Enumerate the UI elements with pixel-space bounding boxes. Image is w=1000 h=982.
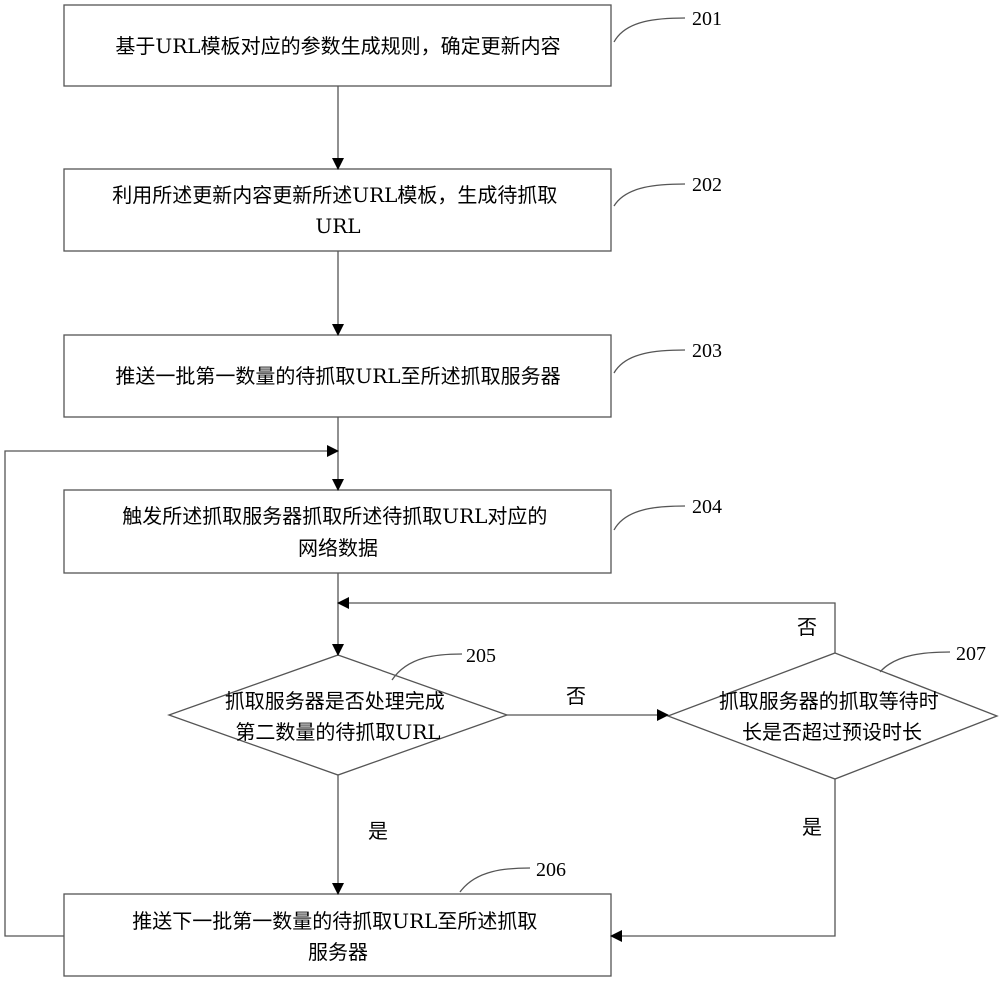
decision-207-diamond xyxy=(666,652,999,780)
step-204-line-2: 网络数据 xyxy=(298,536,378,560)
arrow-207-to-206 xyxy=(610,779,836,942)
leader-206 xyxy=(459,867,531,893)
step-206-line-2: 服务器 xyxy=(308,940,368,964)
decision-207-line-2: 长是否超过预设时长 xyxy=(742,720,922,744)
ref-204: 204 xyxy=(692,496,722,518)
step-201-box xyxy=(63,4,612,87)
step-203-line-1: 推送一批第一数量的待抓取URL至所述抓取服务器 xyxy=(115,364,560,388)
decision-205-line-2: 第二数量的待抓取URL xyxy=(235,720,440,744)
decision-205-line-1: 抓取服务器是否处理完成 xyxy=(225,689,445,713)
leader-205 xyxy=(391,653,463,681)
label-yes-207-to-206: 是 xyxy=(802,815,822,839)
leader-204 xyxy=(613,505,686,531)
leader-207 xyxy=(879,651,951,673)
step-201-line-1: 基于URL模板对应的参数生成规则，确定更新内容 xyxy=(115,34,560,58)
decision-207-text: 抓取服务器的抓取等待时 长是否超过预设时长 xyxy=(719,689,945,744)
leader-202 xyxy=(613,183,686,207)
ref-202: 202 xyxy=(692,174,722,196)
step-206-text: 推送下一批第一数量的待抓取URL至所述抓取 服务器 xyxy=(132,909,544,964)
step-206-line-1: 推送下一批第一数量的待抓取URL至所述抓取 xyxy=(132,909,537,933)
decision-205-diamond xyxy=(167,654,509,776)
label-no-207-loop: 否 xyxy=(797,615,817,639)
step-204-line-1: 触发所述抓取服务器抓取所述待抓取URL对应的 xyxy=(122,504,547,528)
ref-206: 206 xyxy=(536,859,566,881)
step-202-line-1: 利用所述更新内容更新所述URL模板，生成待抓取 xyxy=(112,183,557,207)
step-202-box xyxy=(63,168,612,252)
step-204-text: 触发所述抓取服务器抓取所述待抓取URL对应的 网络数据 xyxy=(122,504,554,560)
ref-203: 203 xyxy=(692,340,722,362)
step-202-text: 利用所述更新内容更新所述URL模板，生成待抓取 URL xyxy=(112,183,564,238)
label-no-205-to-207: 否 xyxy=(566,684,586,708)
decision-207-line-1: 抓取服务器的抓取等待时 xyxy=(719,689,939,713)
step-202-line-2: URL xyxy=(315,214,360,238)
arrow-206-loop-to-204 xyxy=(4,445,339,937)
decision-205-text: 抓取服务器是否处理完成 第二数量的待抓取URL xyxy=(225,689,451,744)
arrow-207-loop-back xyxy=(337,597,836,653)
ref-207: 207 xyxy=(956,643,986,665)
ref-205: 205 xyxy=(466,645,496,667)
step-203-text: 推送一批第一数量的待抓取URL至所述抓取服务器 xyxy=(115,364,560,388)
leader-203 xyxy=(613,349,686,374)
step-204-box xyxy=(63,489,612,574)
step-201-text: 基于URL模板对应的参数生成规则，确定更新内容 xyxy=(115,34,560,58)
leader-201 xyxy=(613,17,686,43)
ref-201: 201 xyxy=(692,8,722,30)
label-yes-205-to-206: 是 xyxy=(368,819,388,843)
step-203-box xyxy=(63,334,612,418)
